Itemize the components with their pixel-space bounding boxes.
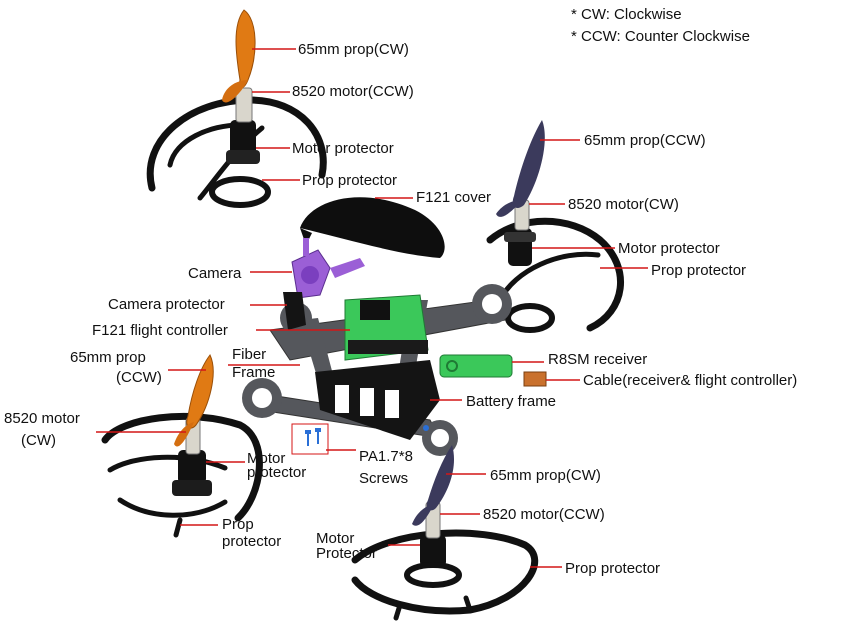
label-bl-prop-protector-line1: Prop <box>222 516 254 533</box>
label-bl-motor-protector-line1: Motor <box>247 450 286 467</box>
bottom-left-motor-protector <box>172 450 212 496</box>
label-br-motor-protector-line1: Motor <box>316 530 355 547</box>
label-cable: Cable(receiver& flight controller) <box>583 372 798 389</box>
label-bl-motor-line2: (CW) <box>21 432 56 449</box>
label-br-motor: 8520 motor(CCW) <box>483 506 605 523</box>
flight-controller-board <box>344 294 429 361</box>
label-tl-prop-protector: Prop protector <box>302 172 398 189</box>
label-tl-motor-protector: Motor protector <box>292 140 394 157</box>
camera-unit <box>291 238 365 299</box>
bottom-right-prop <box>412 445 455 526</box>
note-ccw: * CCW: Counter Clockwise <box>571 28 750 45</box>
label-tl-motor: 8520 motor(CCW) <box>292 83 414 100</box>
bottom-left-prop-guard <box>101 413 263 538</box>
label-br-prop: 65mm prop(CW) <box>490 467 601 484</box>
f121-cover <box>300 197 445 258</box>
label-bl-motor-line1: 8520 motor <box>4 410 80 427</box>
label-tr-prop: 65mm prop(CCW) <box>584 132 706 149</box>
note-cw: * CW: Clockwise <box>571 6 682 23</box>
label-bl-prop-protector-line2: protector <box>222 533 282 550</box>
battery-frame <box>315 360 440 440</box>
label-fiber-line1: Fiber <box>232 346 267 363</box>
top-right-motor-protector <box>504 228 536 266</box>
label-screws-line1: PA1.7*8 <box>359 448 413 465</box>
label-camera-protector: Camera protector <box>108 296 225 313</box>
top-left-motor <box>235 87 253 123</box>
label-tr-motor-protector: Motor protector <box>618 240 720 257</box>
label-cover: F121 cover <box>416 189 492 206</box>
label-bl-prop-line1: 65mm prop <box>70 349 146 366</box>
label-br-prop-protector: Prop protector <box>565 560 661 577</box>
label-camera: Camera <box>188 265 242 282</box>
label-battery-frame: Battery frame <box>466 393 557 410</box>
top-left-motor-protector <box>226 120 260 164</box>
receiver-module <box>439 354 547 387</box>
bottom-right-motor-protector <box>404 535 462 588</box>
label-flight-controller: F121 flight controller <box>92 322 228 339</box>
label-tl-prop: 65mm prop(CW) <box>298 41 409 58</box>
top-left-prop <box>222 9 256 103</box>
leader-lines <box>96 48 648 568</box>
top-right-prop <box>496 120 545 217</box>
label-tr-motor: 8520 motor(CW) <box>568 196 679 213</box>
screws <box>291 423 429 455</box>
camera-protector-part <box>283 292 306 330</box>
label-br-motor-protector-line2: Protector <box>316 545 377 562</box>
label-tr-prop-protector: Prop protector <box>651 262 747 279</box>
label-bl-motor-protector-line2: protector <box>247 464 307 481</box>
label-fiber-line2: Frame <box>232 364 276 381</box>
label-bl-prop-line2: (CCW) <box>116 369 162 386</box>
bottom-left-prop <box>174 354 214 447</box>
label-screws-line2: Screws <box>359 470 409 487</box>
label-receiver: R8SM receiver <box>548 351 648 368</box>
